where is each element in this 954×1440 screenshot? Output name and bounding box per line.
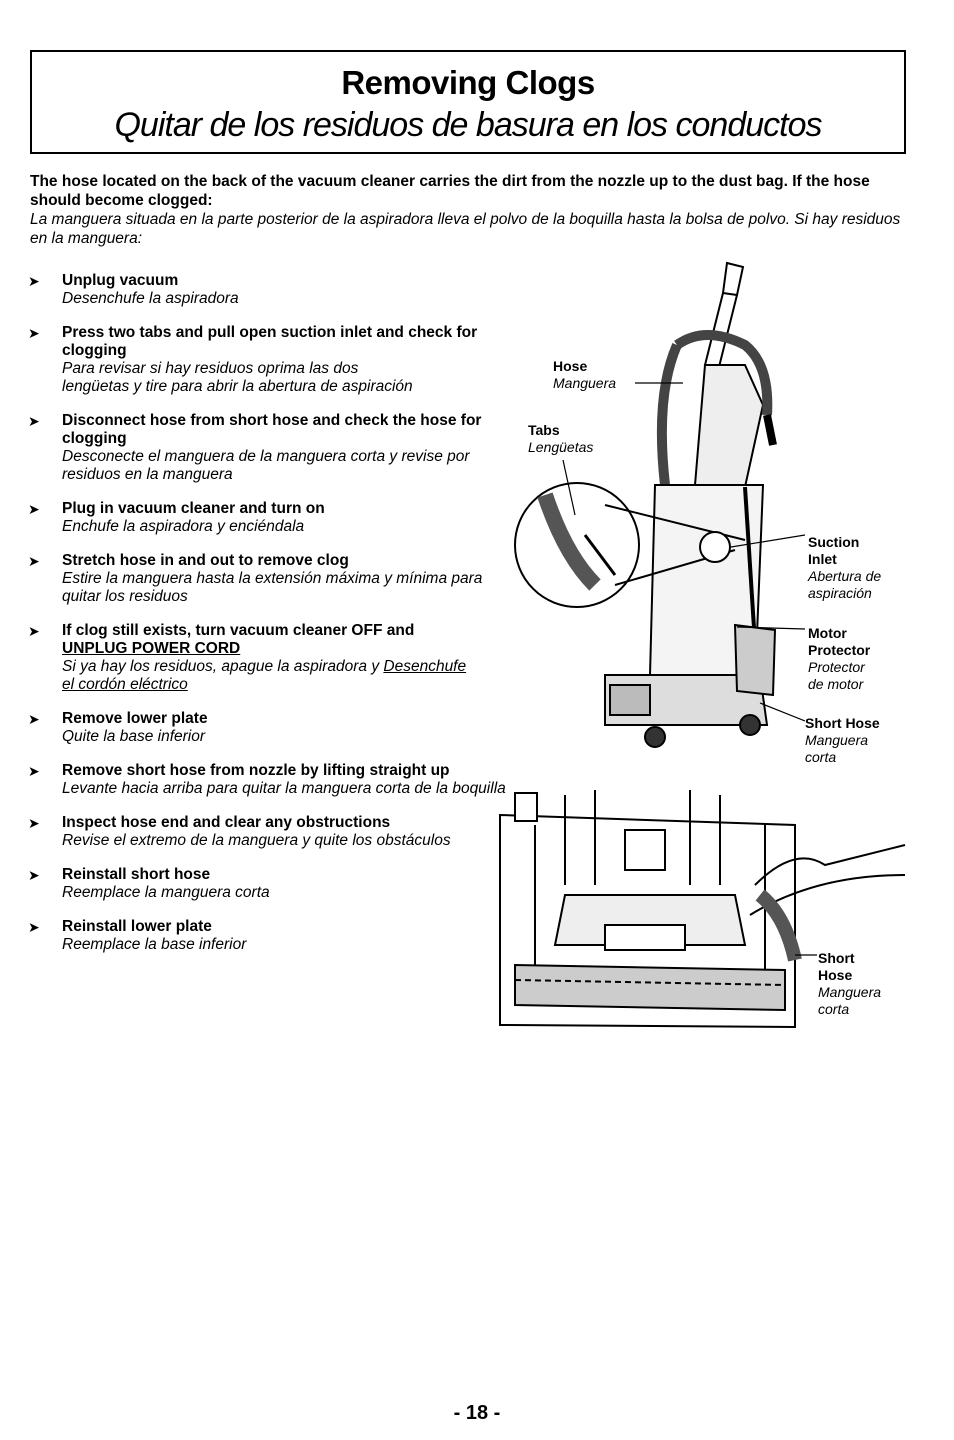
- step-spanish: Para revisar si hay residuos oprima las …: [62, 360, 413, 395]
- step-spanish: Reemplace la base inferior: [62, 936, 247, 953]
- upright-vacuum-illustration: [514, 261, 805, 748]
- step-unplug: ➤ Unplug vacuum Desenchufe la aspiradora: [28, 272, 508, 308]
- arrow-bullet-icon: ➤: [28, 711, 40, 727]
- step-remove-lower-plate: ➤ Remove lower plate Quite la base infer…: [28, 710, 508, 746]
- motor-protector-spanish: Protector: [808, 659, 865, 675]
- short-hose-english: Hose: [818, 967, 853, 983]
- step-english: Press two tabs and pull open suction inl…: [62, 324, 478, 359]
- short-hose-label-bottom: Short Hose Manguera corta: [818, 950, 881, 1018]
- step-stretch-hose: ➤ Stretch hose in and out to remove clog…: [28, 552, 502, 606]
- step-english-text: If clog still exists, turn vacuum cleane…: [62, 622, 415, 639]
- short-hose-label-top: Short Hose Manguera corta: [805, 715, 880, 766]
- step-disconnect-hose: ➤ Disconnect hose from short hose and ch…: [28, 412, 502, 484]
- step-spanish: Desconecte el manguera de la manguera co…: [62, 448, 470, 483]
- hose-label: Hose Manguera: [553, 358, 616, 392]
- step-plug-in: ➤ Plug in vacuum cleaner and turn on Enc…: [28, 500, 508, 536]
- motor-protector-spanish: de motor: [808, 676, 864, 692]
- short-hose-spanish: corta: [818, 1001, 850, 1017]
- short-hose-spanish: Manguera: [818, 984, 882, 1000]
- tabs-label-spanish: Lengüetas: [528, 439, 594, 455]
- arrow-bullet-icon: ➤: [28, 501, 40, 517]
- suction-inlet-label: Suction Inlet Abertura de aspiración: [808, 534, 881, 602]
- motor-protector-english: Protector: [808, 642, 871, 658]
- step-spanish: Si ya hay los residuos, apague la aspira…: [62, 658, 472, 694]
- step-english: Remove short hose from nozzle by lifting…: [62, 762, 450, 779]
- step-english: Plug in vacuum cleaner and turn on: [62, 500, 325, 517]
- step-english: If clog still exists, turn vacuum cleane…: [62, 622, 472, 658]
- step-spanish-text: Si ya hay los residuos, apague la aspira…: [62, 658, 384, 675]
- arrow-bullet-icon: ➤: [28, 815, 40, 831]
- motor-protector-label: Motor Protector Protector de motor: [808, 625, 870, 693]
- step-spanish: Revise el extremo de la manguera y quite…: [62, 832, 451, 849]
- arrow-bullet-icon: ➤: [28, 763, 40, 779]
- step-english: Unplug vacuum: [62, 272, 179, 289]
- arrow-bullet-icon: ➤: [28, 273, 40, 289]
- hose-label-spanish: Manguera: [553, 375, 617, 391]
- step-reinstall-short-hose: ➤ Reinstall short hose Reemplace la mang…: [28, 866, 508, 902]
- step-spanish: Estire la manguera hasta la extensión má…: [62, 570, 483, 605]
- arrow-bullet-icon: ➤: [28, 867, 40, 883]
- step-english: Disconnect hose from short hose and chec…: [62, 412, 482, 447]
- hose-label-english: Hose: [553, 358, 588, 374]
- steps-list: ➤ Unplug vacuum Desenchufe la aspiradora…: [28, 272, 508, 954]
- intro-spanish: La manguera situada en la parte posterio…: [30, 211, 901, 247]
- step-clog-still-exists: ➤ If clog still exists, turn vacuum clea…: [28, 622, 502, 694]
- tabs-label-english: Tabs: [528, 422, 560, 438]
- short-hose-spanish: corta: [805, 749, 837, 765]
- step-inspect-hose: ➤ Inspect hose end and clear any obstruc…: [28, 814, 512, 850]
- short-hose-english: Short: [818, 950, 855, 966]
- arrow-bullet-icon: ➤: [28, 325, 40, 341]
- short-hose-spanish: Manguera: [805, 732, 869, 748]
- arrow-bullet-icon: ➤: [28, 623, 40, 639]
- intro-paragraph: The hose located on the back of the vacu…: [30, 172, 910, 248]
- arrow-bullet-icon: ➤: [28, 413, 40, 429]
- step-spanish: Reemplace la manguera corta: [62, 884, 270, 901]
- step-spanish: Quite la base inferior: [62, 728, 206, 745]
- step-remove-short-hose: ➤ Remove short hose from nozzle by lifti…: [28, 762, 532, 798]
- step-english: Remove lower plate: [62, 710, 208, 727]
- page-number: - 18 -: [453, 1402, 501, 1424]
- step-spanish: Enchufe la aspiradora y enciéndala: [62, 518, 305, 535]
- arrow-bullet-icon: ➤: [28, 553, 40, 569]
- desenchufe-cord-text: Desenchufe el cordón eléctrico: [62, 658, 467, 693]
- step-reinstall-lower-plate: ➤ Reinstall lower plate Reemplace la bas…: [28, 918, 508, 954]
- suction-inlet-spanish: aspiración: [808, 585, 872, 601]
- suction-inlet-english: Suction: [808, 534, 860, 550]
- suction-inlet-spanish: Abertura de: [808, 568, 882, 584]
- step-spanish: Levante hacia arriba para quitar la mang…: [62, 780, 506, 797]
- step-spanish: Desenchufe la aspiradora: [62, 290, 239, 307]
- unplug-power-cord-text: UNPLUG POWER CORD: [62, 640, 241, 657]
- step-english: Inspect hose end and clear any obstructi…: [62, 814, 391, 831]
- step-english: Stretch hose in and out to remove clog: [62, 552, 349, 569]
- page-title-spanish: Quitar de los residuos de basura en los …: [114, 106, 822, 144]
- motor-protector-english: Motor: [808, 625, 847, 641]
- suction-inlet-english: Inlet: [808, 551, 837, 567]
- intro-english: The hose located on the back of the vacu…: [30, 173, 870, 209]
- tabs-label: Tabs Lengüetas: [528, 422, 593, 456]
- page-title: Removing Clogs: [341, 64, 595, 101]
- short-hose-english: Short Hose: [805, 715, 880, 731]
- arrow-bullet-icon: ➤: [28, 919, 40, 935]
- step-english: Reinstall lower plate: [62, 918, 212, 935]
- step-press-tabs: ➤ Press two tabs and pull open suction i…: [28, 324, 502, 396]
- step-english: Reinstall short hose: [62, 866, 211, 883]
- title-box: Removing Clogs Quitar de los residuos de…: [30, 50, 906, 154]
- nozzle-illustration: [499, 790, 906, 1029]
